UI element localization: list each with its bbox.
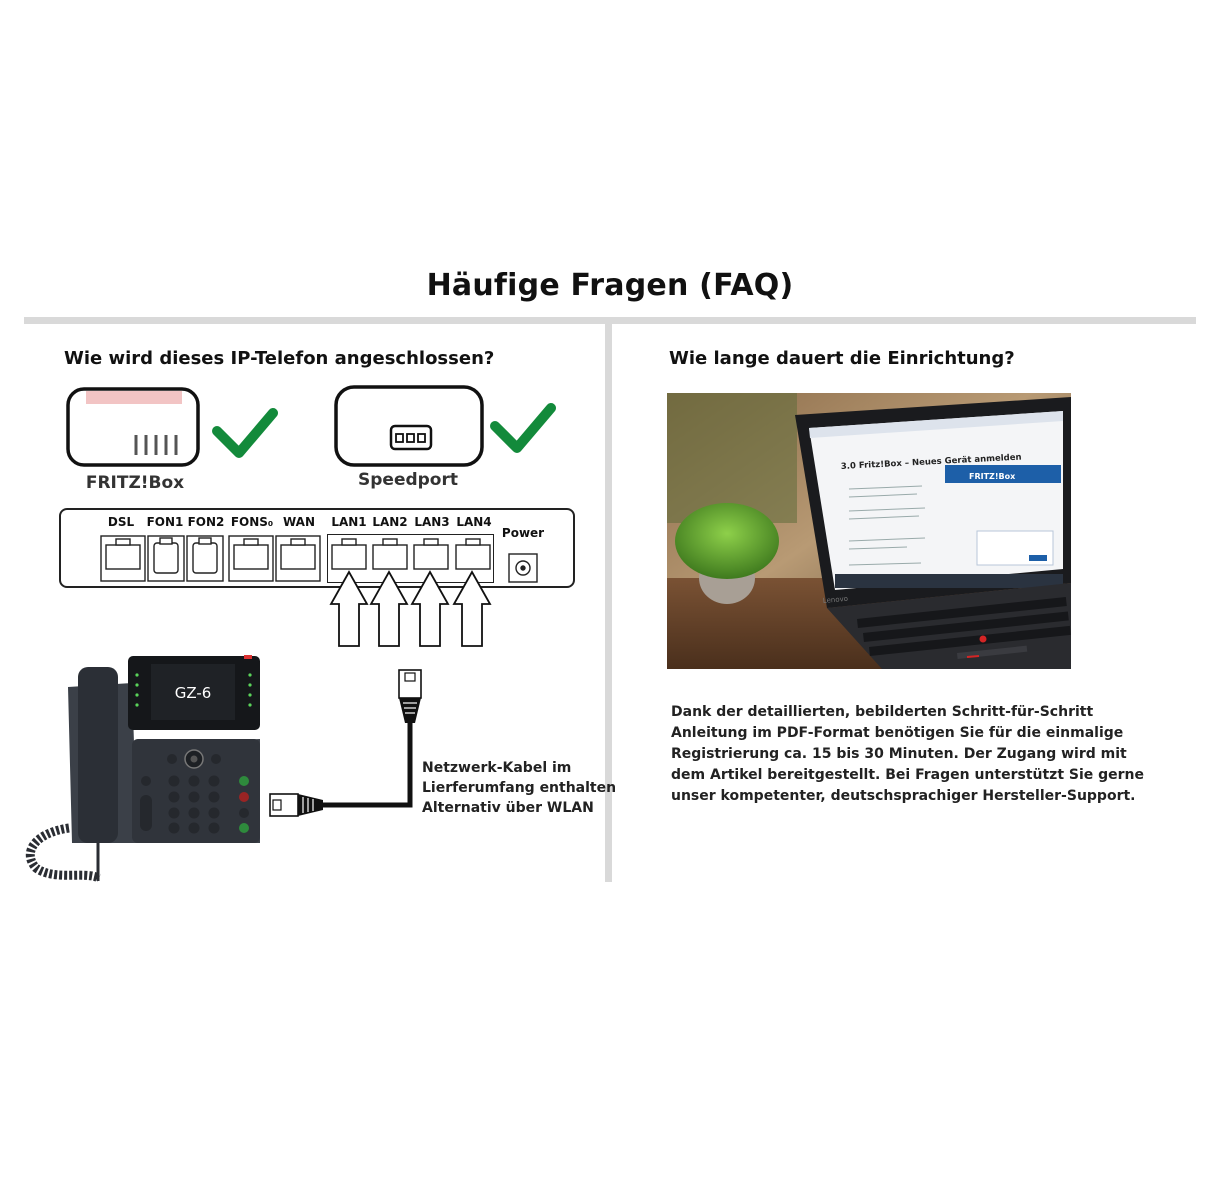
speedport-router-icon <box>334 385 484 467</box>
cable-note-line: Alternativ über WLAN <box>422 800 594 816</box>
port-label-power: Power <box>501 526 545 540</box>
page-title: Häufige Fragen (FAQ) <box>426 268 794 303</box>
speedport-check-icon <box>490 403 556 453</box>
port-label-fon2: FON2 <box>187 515 225 529</box>
router-ports-drawing <box>100 535 538 583</box>
title-divider <box>24 317 1196 324</box>
cable-note-line: Netzwerk-Kabel im <box>422 760 572 776</box>
setup-description: Dank der detaillierten, bebilderten Schr… <box>671 702 1144 807</box>
description-line: Registrierung ca. 15 bis 30 Minuten. Der… <box>671 746 1127 762</box>
port-label-lan4: LAN4 <box>456 515 492 529</box>
port-label-lan1: LAN1 <box>331 515 367 529</box>
ip-phone-image: GZ-6 <box>25 655 260 883</box>
description-line: Anleitung im PDF-Format benötigen Sie fü… <box>671 725 1124 741</box>
fritzbox-router-icon <box>66 387 200 467</box>
port-label-lan3: LAN3 <box>414 515 450 529</box>
fritzbox-label: FRITZ!Box <box>85 473 185 493</box>
laptop-screen-brand: FRITZ!Box <box>969 472 1016 481</box>
port-label-fons: FONS₀ <box>230 515 274 529</box>
network-cable-drawing <box>269 669 422 817</box>
lan-port-group <box>327 534 494 583</box>
description-line: unser kompetenter, deutschsprachiger Her… <box>671 788 1136 804</box>
router-back-panel <box>59 508 575 588</box>
fritzbox-check-icon <box>212 408 278 458</box>
description-line: Dank der detaillierten, bebilderten Schr… <box>671 704 1094 720</box>
port-label-wan: WAN <box>282 515 316 529</box>
description-line: dem Artikel bereitgestellt. Bei Fragen u… <box>671 767 1145 783</box>
connection-heading: Wie wird dieses IP-Telefon angeschlossen… <box>64 348 495 369</box>
port-label-fon1: FON1 <box>146 515 184 529</box>
phone-display-text: GZ-6 <box>175 684 212 702</box>
cable-note: Netzwerk-Kabel im Lierferumfang enthalte… <box>422 758 616 818</box>
laptop-brand: Lenovo <box>822 595 848 605</box>
speedport-label: Speedport <box>358 470 458 490</box>
setup-duration-heading: Wie lange dauert die Einrichtung? <box>669 348 1015 369</box>
column-divider <box>605 324 612 882</box>
cable-note-line: Lierferumfang enthalten <box>422 780 617 796</box>
lan-arrows-drawing <box>329 570 492 647</box>
port-label-dsl: DSL <box>107 515 135 529</box>
port-label-lan2: LAN2 <box>372 515 408 529</box>
laptop-photo: FRITZ!Box 3.0 Fritz!Box – Neues Gerät an… <box>667 393 1071 669</box>
